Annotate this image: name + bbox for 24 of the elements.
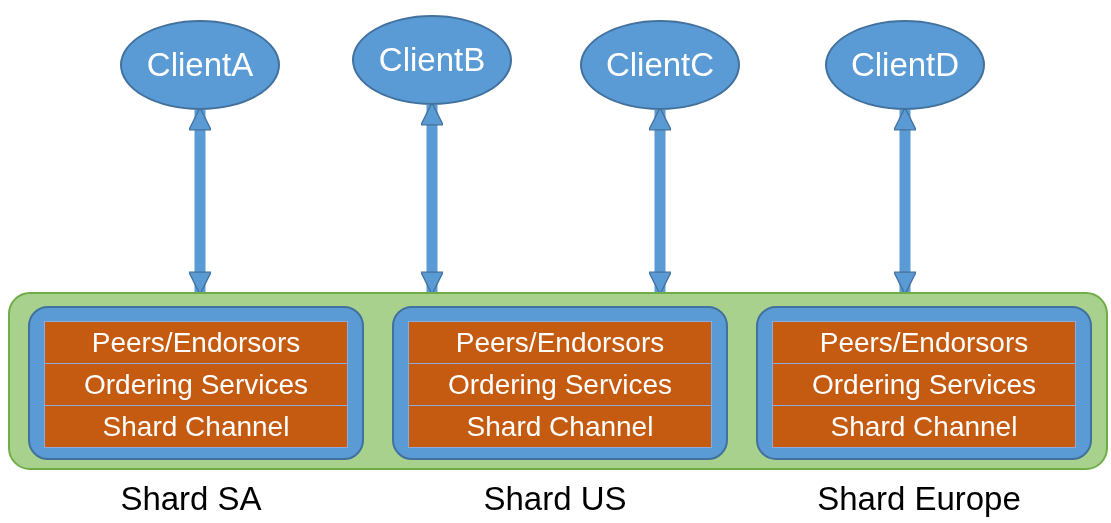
service-label: Shard Channel: [408, 405, 712, 448]
service-label: Ordering Services: [44, 363, 348, 406]
service-label: Peers/Endorsors: [772, 321, 1076, 364]
service-label: Peers/Endorsors: [408, 321, 712, 364]
service-label: Shard Channel: [772, 405, 1076, 448]
double-arrow: [420, 102, 444, 295]
double-arrow: [893, 107, 917, 295]
node-label: ClientA: [146, 46, 254, 84]
double-arrow: [188, 107, 212, 295]
service-label: Peers/Endorsors: [44, 321, 348, 364]
shard-box: [756, 306, 1092, 460]
network-band: [8, 292, 1108, 470]
node-label: ClientC: [605, 46, 715, 84]
shard-label: Shard SA: [120, 480, 262, 518]
service-label: Shard Channel: [44, 405, 348, 448]
node-label: ClientB: [378, 41, 486, 79]
service-label: Ordering Services: [408, 363, 712, 406]
service-label: Ordering Services: [772, 363, 1076, 406]
shard-label: Shard US: [483, 480, 627, 518]
double-arrow: [648, 107, 672, 295]
node-label: ClientD: [850, 46, 960, 84]
shard-box: [28, 306, 364, 460]
shard-label: Shard Europe: [817, 480, 1021, 518]
shard-box: [392, 306, 728, 460]
